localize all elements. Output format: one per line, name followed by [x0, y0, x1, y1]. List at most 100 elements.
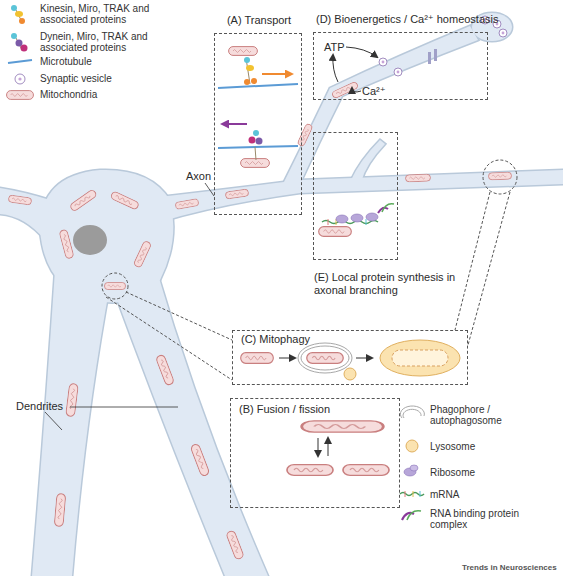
legend-text: Dynein, Miro, TRAK and associated protei…: [40, 31, 170, 53]
legend-icon-part: [21, 45, 28, 52]
legend-icon-part: [15, 74, 25, 84]
transport-illustration-part: [218, 84, 298, 88]
legend-text: Mitochondria: [40, 89, 180, 100]
translation-illustration-part: [319, 227, 352, 237]
watermark: Trends in Neurosciences: [462, 563, 557, 573]
transport-illustration-part: [246, 65, 254, 71]
bioenergetics-illustration-part: [346, 47, 377, 57]
mitophagy-illustration-part: [356, 358, 372, 359]
transport-illustration-part: [255, 147, 256, 160]
mitophagy-illustration-part: [298, 343, 352, 373]
legend-icon-part: [403, 409, 421, 418]
bioenergetics-illustration-part: [352, 88, 361, 92]
fusion-fission-illustration-part: [318, 438, 319, 456]
callout-leader-part: [126, 292, 232, 340]
mitochondrion-part: [54, 493, 66, 526]
legend-icon-part: [19, 18, 25, 24]
legend-icon-part: [11, 5, 17, 11]
mitophagy-illustration-part: [241, 353, 274, 364]
box-heading: (E) Local protein synthesis in axonal br…: [314, 271, 474, 297]
legend-icon-part: [407, 511, 421, 520]
transport-illustration-part: [262, 73, 292, 75]
label-leader: [45, 183, 214, 430]
mitochondrion-part: [59, 229, 74, 259]
translation-illustration: [319, 204, 394, 237]
mitochondrion-part: [297, 123, 313, 147]
synaptic-vesicle-part: [397, 71, 400, 74]
synaptic-vesicle-part: [394, 68, 402, 76]
mitochondrion-part: [488, 172, 511, 180]
legend-text: mRNA: [430, 489, 555, 500]
mitochondrion-part: [133, 240, 152, 268]
transport-illustration-part: [244, 79, 250, 85]
transport-illustration-part: [241, 159, 270, 168]
neuron-membrane: [0, 13, 563, 576]
fusion-fission-illustration-part: [287, 465, 333, 476]
legend-text: Phagophore / autophagosome: [430, 404, 555, 426]
callout-leader-part: [483, 160, 517, 194]
mitophagy-illustration-part: [307, 353, 343, 364]
transport-illustration-part: [222, 123, 247, 125]
transport-illustration: [218, 47, 298, 168]
translation-illustration-part: [366, 213, 378, 221]
callout-leader-part: [468, 192, 510, 345]
legend-icon-part: [413, 491, 414, 497]
part-label: Axon: [186, 170, 211, 183]
mitochondrion-part: [190, 443, 210, 477]
nucleus: [73, 225, 107, 255]
mitochondrion-part: [110, 191, 139, 210]
label-leader-part: [205, 183, 214, 196]
synaptic-vesicle-part: [499, 29, 507, 37]
legend-icon-part: [406, 440, 418, 452]
synaptic-vesicle-part: [502, 32, 505, 35]
legend-icon-part: [420, 491, 421, 497]
mitophagy-illustration-part: [279, 358, 295, 359]
mitochondrion-part: [226, 530, 245, 560]
transport-illustration-part: [253, 130, 259, 136]
mitophagy-illustration-part: [392, 350, 448, 366]
fusion-fission-illustration-part: [328, 438, 329, 456]
transport-illustration-part: [244, 57, 250, 63]
callout-leader-part: [455, 192, 490, 330]
legend-icon: [7, 5, 34, 99]
callout-leader-part: [106, 297, 232, 380]
bioenergetics-illustration-part: [434, 49, 437, 61]
bioenergetics-illustration-part: [333, 55, 338, 82]
legend-text: Ribosome: [430, 467, 555, 478]
label-leader-part: [70, 407, 178, 408]
mitochondrion-part: [155, 354, 174, 386]
box-heading: (B) Fusion / fission: [239, 403, 389, 416]
mitochondrion-part: [225, 189, 249, 199]
translation-illustration-part: [366, 219, 367, 225]
mitophagy-illustration-part: [301, 346, 349, 370]
mitochondrion-part: [405, 174, 430, 182]
translation-illustration-part: [351, 214, 363, 222]
callout-leader-part: [102, 273, 128, 299]
mitochondrion-part: [66, 383, 79, 416]
mitochondrion-part: [331, 81, 358, 99]
legend-text: Microtubule: [40, 56, 180, 67]
mitochondrion-part: [8, 195, 32, 205]
mitophagy-illustration-part: [380, 340, 460, 376]
legend-text: RNA binding protein complex: [430, 508, 555, 530]
legend-icon-part: [15, 11, 23, 17]
box-heading: (D) Bioenergetics / Ca²⁺ homeostasis: [316, 13, 516, 26]
fusion-fission-illustration: [287, 421, 389, 476]
legend-text: Kinesin, Miro, TRAK and associated prote…: [40, 3, 170, 25]
transport-illustration-part: [251, 78, 257, 84]
transport-illustration-part: [249, 137, 256, 144]
dashed-box: (D) Bioenergetics / Ca²⁺ homeostasisATPC…: [313, 32, 488, 100]
translation-illustration-part: [382, 204, 394, 212]
translation-illustration-part: [336, 215, 348, 223]
transport-illustration-part: [256, 138, 263, 145]
mitophagy-illustration-part: [344, 368, 356, 380]
dashed-box: (C) Mitophagy: [232, 330, 468, 385]
box-text: ATP: [324, 41, 354, 54]
dashed-box: (A) Transport: [214, 33, 302, 215]
dashed-box: (B) Fusion / fission: [230, 398, 400, 508]
transport-illustration-part: [218, 146, 298, 148]
neuron-membrane-part: [0, 13, 563, 576]
